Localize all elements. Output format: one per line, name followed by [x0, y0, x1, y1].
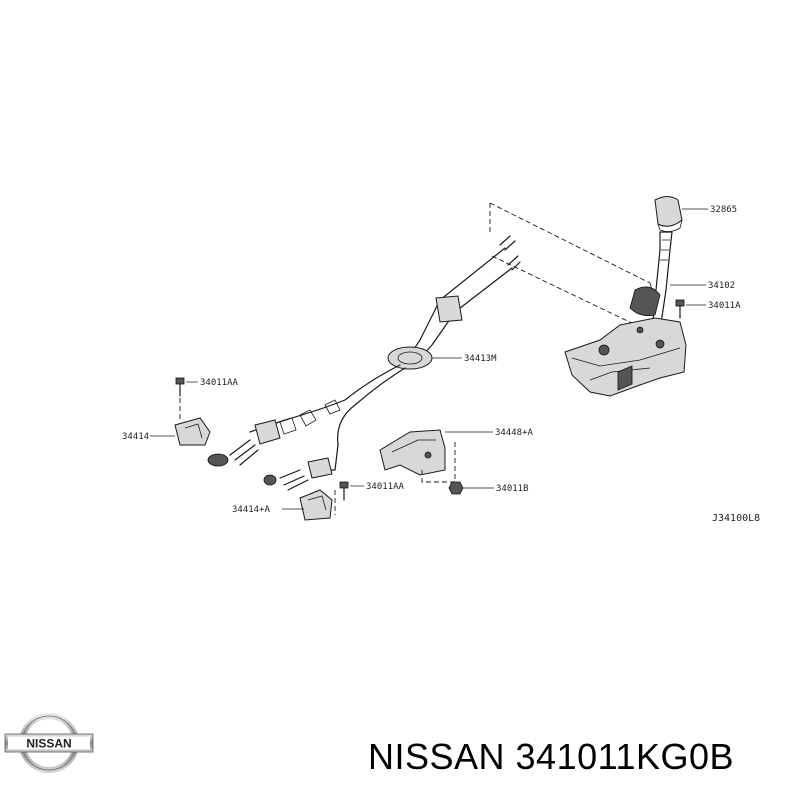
nut-lower-icon	[448, 481, 464, 495]
label-bracket-plate: 34448+A	[495, 428, 534, 438]
label-bolt-lever: 34011A	[708, 301, 741, 311]
label-bolt-lower: 34011AA	[366, 482, 405, 492]
label-bracket-lower: 34414+A	[232, 505, 271, 515]
cable-grommet-icon	[387, 346, 433, 370]
nissan-logo: NISSAN	[4, 713, 94, 773]
bracket-plate-icon	[379, 429, 446, 476]
bolt-lower-icon	[334, 481, 349, 515]
diagram-code: J34100L8	[712, 513, 760, 524]
reference-dashed-outline	[489, 202, 653, 328]
label-cable: 34413M	[464, 354, 497, 364]
shift-cables-icon	[249, 364, 406, 471]
label-knob: 32865	[710, 205, 737, 215]
label-bolt-left: 34011AA	[200, 378, 239, 388]
label-lever: 34102	[708, 281, 735, 291]
shift-lever-icon	[629, 231, 673, 331]
shift-knob-icon	[654, 196, 683, 232]
logo-text: NISSAN	[26, 737, 71, 751]
shifter-housing-icon	[564, 317, 687, 397]
cable-upper-ends-icon	[411, 235, 521, 359]
label-nut-lower: 34011B	[496, 484, 529, 494]
cable-end-left-icon	[207, 417, 297, 467]
part-caption: NISSAN 341011KG0B	[368, 736, 735, 777]
bolt-left-icon	[175, 377, 185, 422]
label-bracket-left: 34414	[122, 432, 149, 442]
bracket-left-icon	[174, 417, 211, 446]
bolt-icon	[675, 299, 685, 319]
cable-end-lower-icon	[263, 457, 333, 491]
bracket-lower-icon	[299, 489, 333, 521]
